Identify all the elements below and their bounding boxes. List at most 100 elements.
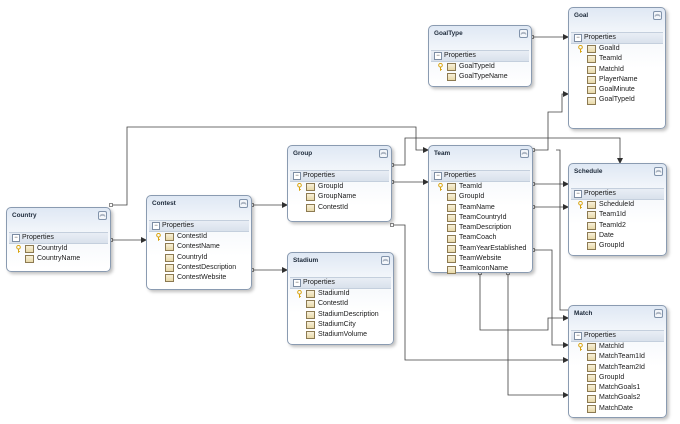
entity-field[interactable]: CountryId xyxy=(155,253,249,263)
entity-field[interactable]: Team1Id xyxy=(577,210,664,220)
entity-field[interactable]: TeamCountryId xyxy=(437,213,530,223)
property-icon xyxy=(165,274,174,283)
minus-icon[interactable]: − xyxy=(434,52,442,60)
property-icon xyxy=(306,193,315,202)
property-icon xyxy=(447,255,456,264)
properties-section-header[interactable]: − Properties xyxy=(290,170,389,182)
field-name: MatchGoals1 xyxy=(599,384,641,392)
entity-field[interactable]: MatchGoals1 xyxy=(577,383,664,393)
collapse-icon[interactable]: ︽ xyxy=(381,256,390,265)
entity-field[interactable]: TeamYearEstablished xyxy=(437,244,530,254)
entity-field[interactable]: GroupId xyxy=(577,373,664,383)
minus-icon[interactable]: − xyxy=(574,332,582,340)
entity-field[interactable]: StadiumCity xyxy=(296,320,391,330)
field-name: TeamId xyxy=(599,55,622,63)
property-icon xyxy=(587,232,596,241)
entity-field[interactable]: ContestId xyxy=(296,203,389,213)
properties-section-header[interactable]: − Properties xyxy=(571,330,664,342)
minus-icon[interactable]: − xyxy=(152,222,160,230)
entity-field[interactable]: ContestId xyxy=(296,299,391,309)
entity-field[interactable]: GoalTypeId xyxy=(577,95,663,105)
entity-field[interactable]: GroupName xyxy=(296,192,389,202)
property-icon xyxy=(587,76,596,85)
entity-field[interactable]: MatchId xyxy=(577,342,664,352)
entity-field[interactable]: Date xyxy=(577,231,664,241)
entity-field[interactable]: TeamId2 xyxy=(577,221,664,231)
collapse-icon[interactable]: ︽ xyxy=(654,167,663,176)
field-name: GoalId xyxy=(599,45,620,52)
entity-field[interactable]: CountryName xyxy=(15,254,108,264)
collapse-icon[interactable]: ︽ xyxy=(379,149,388,158)
entity-field[interactable]: GroupId xyxy=(296,182,389,192)
entity-field[interactable]: StadiumId xyxy=(296,289,391,299)
minus-icon[interactable]: − xyxy=(293,172,301,180)
entity-field[interactable]: ContestId xyxy=(155,232,249,242)
minus-icon[interactable]: − xyxy=(12,234,20,242)
entity-field[interactable]: GoalMinute xyxy=(577,85,663,95)
properties-section-header[interactable]: − Properties xyxy=(149,220,249,232)
collapse-icon[interactable]: ︽ xyxy=(239,199,248,208)
entity-field[interactable]: MatchDate xyxy=(577,404,664,414)
entity-field[interactable]: TeamIconName xyxy=(437,264,530,274)
entity-field[interactable]: CountryId xyxy=(15,244,108,254)
property-icon xyxy=(587,363,596,372)
entity-field[interactable]: ScheduleId xyxy=(577,200,664,210)
entity-field[interactable]: ContestWebsite xyxy=(155,273,249,283)
entity-field[interactable]: GoalTypeName xyxy=(437,72,529,82)
collapse-icon[interactable]: ︽ xyxy=(98,211,107,220)
entity-field[interactable]: TeamWebsite xyxy=(437,254,530,264)
properties-section-header[interactable]: − Properties xyxy=(571,32,663,44)
entity-field[interactable]: TeamId xyxy=(577,54,663,64)
properties-section-header[interactable]: − Properties xyxy=(431,170,530,182)
property-icon xyxy=(306,203,315,212)
entity-field[interactable]: TeamCoach xyxy=(437,233,530,243)
entity-field[interactable]: MatchGoals2 xyxy=(577,393,664,403)
entity-field[interactable]: GoalTypeId xyxy=(437,62,529,72)
entity-field[interactable]: GroupId xyxy=(577,241,664,251)
entity-field[interactable]: PlayerName xyxy=(577,75,663,85)
entity-field[interactable]: StadiumVolume xyxy=(296,330,391,340)
properties-section-header[interactable]: − Properties xyxy=(431,50,529,62)
key-icon xyxy=(438,183,443,191)
properties-section-header[interactable]: − Properties xyxy=(571,188,664,200)
collapse-icon[interactable]: ︽ xyxy=(519,29,528,38)
property-icon xyxy=(447,193,456,202)
entity-field[interactable]: TeamName xyxy=(437,203,530,213)
entity-field[interactable]: TeamDescription xyxy=(437,223,530,233)
collapse-icon[interactable]: ︽ xyxy=(653,11,662,20)
property-icon xyxy=(447,244,456,253)
minus-icon[interactable]: − xyxy=(574,34,582,42)
entity-field[interactable]: GoalId xyxy=(577,44,663,54)
field-name: ContestDescription xyxy=(177,263,237,271)
collapse-icon[interactable]: ︽ xyxy=(520,149,529,158)
entity-field[interactable]: MatchTeam2Id xyxy=(577,363,664,373)
entity-field[interactable]: MatchTeam1Id xyxy=(577,352,664,362)
field-name: GoalMinute xyxy=(599,86,635,94)
entity-field[interactable]: ContestName xyxy=(155,242,249,252)
entity-field[interactable]: ContestDescription xyxy=(155,263,249,273)
entity-field[interactable]: GroupId xyxy=(437,192,530,202)
minus-icon[interactable]: − xyxy=(574,190,582,198)
entity-field[interactable]: TeamId xyxy=(437,182,530,192)
property-icon xyxy=(587,353,596,362)
properties-section-header[interactable]: − Properties xyxy=(290,277,391,289)
entity-field[interactable]: StadiumDescription xyxy=(296,310,391,320)
key-icon xyxy=(297,290,302,298)
property-icon xyxy=(587,343,596,352)
minus-icon[interactable]: − xyxy=(434,172,442,180)
entity-field[interactable]: MatchId xyxy=(577,65,663,75)
minus-icon[interactable]: − xyxy=(293,279,301,287)
collapse-icon[interactable]: ︽ xyxy=(654,309,663,318)
properties-section-header[interactable]: − Properties xyxy=(9,232,108,244)
